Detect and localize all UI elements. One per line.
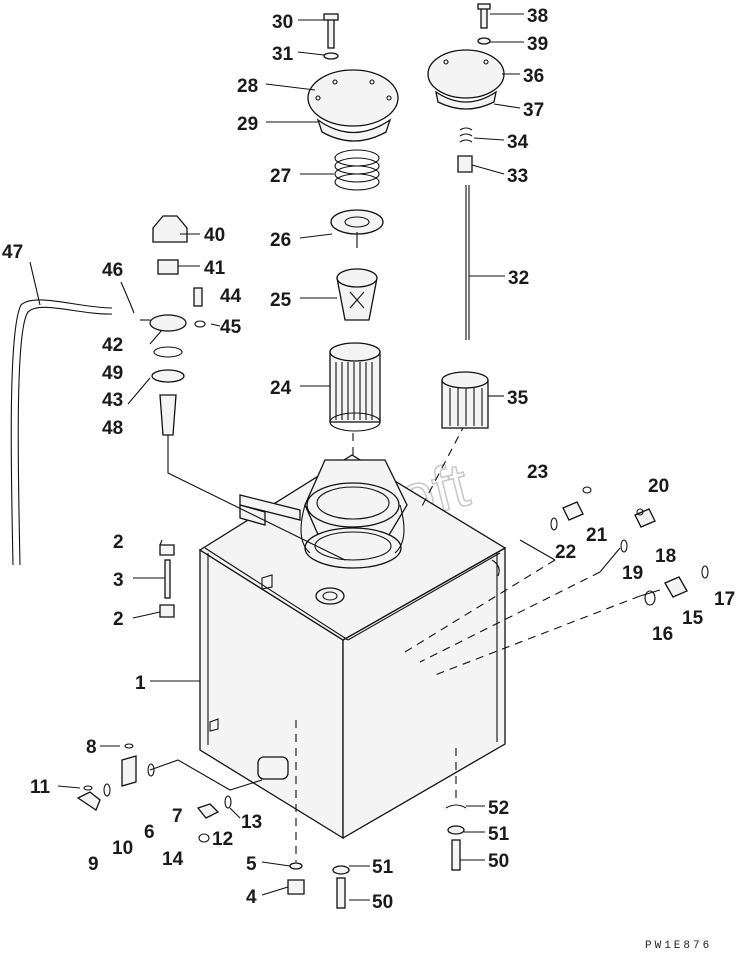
callout-7: 7 [172, 806, 183, 827]
breather-hose [17, 306, 113, 566]
callout-51-upper: 51 [488, 824, 510, 845]
callout-20: 20 [648, 476, 669, 497]
callout-15: 15 [682, 608, 704, 629]
filler-breather-assembly [129, 215, 206, 436]
callout-13: 13 [241, 812, 262, 833]
callout-38: 38 [527, 6, 548, 27]
callout-25: 25 [270, 290, 292, 311]
callout-19: 19 [622, 563, 643, 584]
callout-37: 37 [523, 100, 544, 121]
callout-10: 10 [112, 838, 133, 859]
callout-50-upper: 50 [488, 851, 509, 872]
callout-21: 21 [586, 525, 608, 546]
strainer-assembly [307, 13, 399, 432]
callout-35: 35 [507, 388, 529, 409]
callout-46: 46 [102, 260, 123, 281]
callout-11: 11 [30, 777, 51, 798]
callout-8: 8 [86, 737, 97, 758]
callout-3: 3 [113, 570, 124, 591]
callout-26: 26 [270, 230, 291, 251]
callout-9: 9 [88, 854, 99, 875]
callout-1: 1 [135, 673, 146, 694]
fittings [76, 486, 709, 909]
callout-34: 34 [507, 132, 529, 153]
callout-2-lower: 2 [113, 609, 124, 630]
callout-27: 27 [270, 166, 291, 187]
callout-33: 33 [507, 166, 528, 187]
callout-30: 30 [272, 12, 293, 33]
callout-18: 18 [655, 546, 676, 567]
callout-40: 40 [204, 225, 225, 246]
callout-49: 49 [102, 363, 123, 384]
callout-51-lower: 51 [372, 857, 394, 878]
callout-44: 44 [220, 286, 242, 307]
callout-41: 41 [204, 258, 226, 279]
callout-28: 28 [237, 76, 258, 97]
callout-29: 29 [237, 114, 258, 135]
callout-39: 39 [527, 34, 548, 55]
callout-52: 52 [488, 798, 509, 819]
callout-2-upper: 2 [113, 532, 124, 553]
callout-23: 23 [527, 462, 548, 483]
callout-48: 48 [102, 418, 123, 439]
callout-32: 32 [508, 268, 529, 289]
callout-14: 14 [162, 849, 184, 870]
callout-6: 6 [144, 822, 155, 843]
drawing-code: PW1E876 [645, 940, 712, 952]
leader-lines [29, 13, 524, 901]
callout-labels: 30 31 28 29 27 26 25 24 38 39 36 37 34 3… [2, 6, 735, 913]
callout-42: 42 [102, 335, 123, 356]
callout-43: 43 [102, 390, 123, 411]
callout-24: 24 [270, 378, 292, 399]
return-filter-assembly [427, 3, 505, 429]
callout-22: 22 [555, 542, 576, 563]
callout-17: 17 [714, 589, 735, 610]
callout-5: 5 [246, 854, 257, 875]
hydraulic-tank [198, 454, 507, 840]
callout-4: 4 [246, 887, 257, 908]
callout-12: 12 [212, 829, 233, 850]
callout-16: 16 [652, 624, 673, 645]
callout-31: 31 [272, 44, 294, 65]
callout-47: 47 [2, 242, 23, 263]
callout-45: 45 [220, 317, 242, 338]
callout-36: 36 [523, 66, 544, 87]
callout-50-lower: 50 [372, 892, 393, 913]
